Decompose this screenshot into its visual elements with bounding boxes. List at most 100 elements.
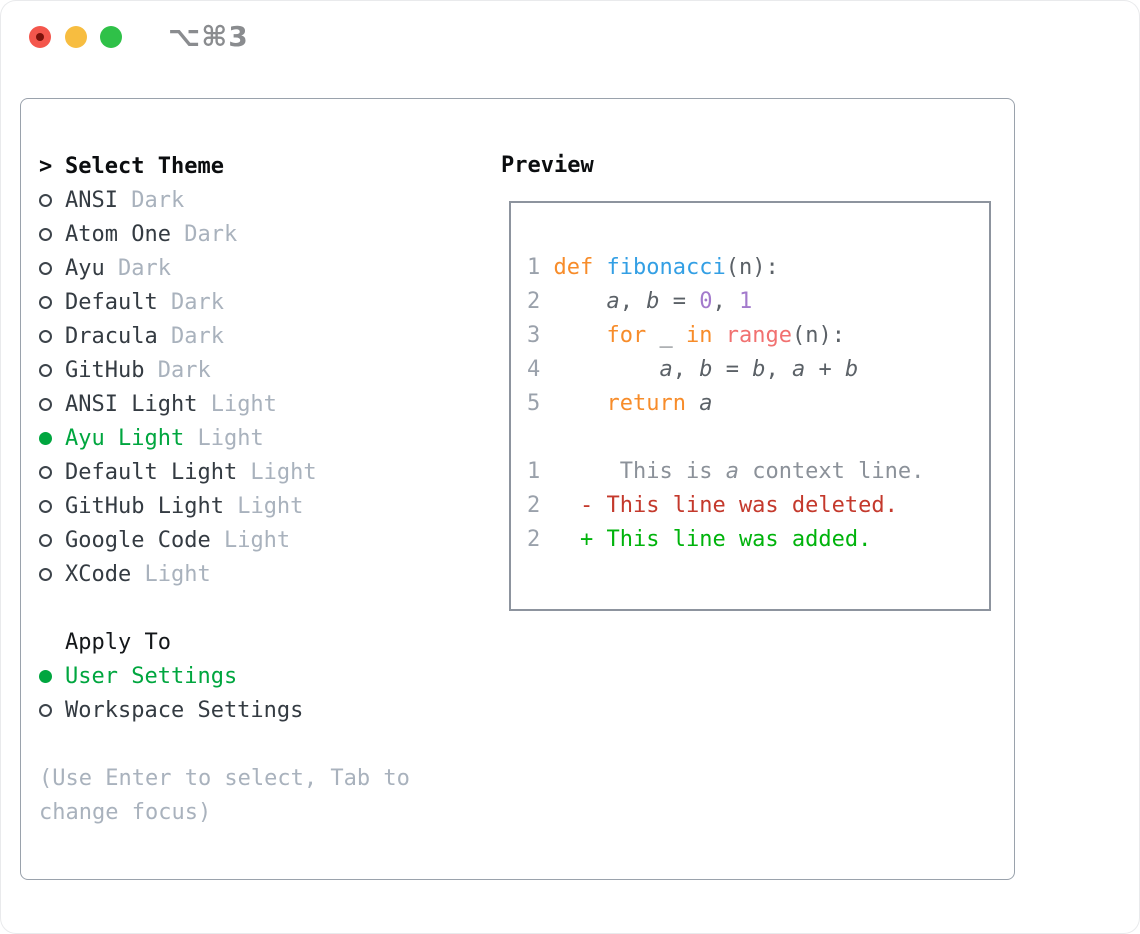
theme-variant: Dark [157, 289, 224, 315]
code-token [540, 459, 619, 484]
code-token: a [606, 289, 620, 314]
theme-variant: Dark [144, 357, 211, 383]
theme-option-github[interactable]: GitHub Dark [39, 353, 410, 387]
theme-variant: Light [184, 425, 264, 451]
theme-name: Dracula [65, 323, 158, 349]
radio-icon [39, 193, 52, 207]
code-token: - This line was deleted. [580, 493, 898, 518]
code-token: context line. [738, 459, 925, 484]
theme-option-google-code[interactable]: Google Code Light [39, 523, 410, 557]
theme-option-default[interactable]: Default Dark [39, 285, 410, 319]
theme-name: Ayu Light [65, 425, 185, 451]
apply-to-title: Apply To [65, 629, 171, 655]
radio-icon [39, 567, 52, 581]
code-token: 2 [527, 493, 541, 518]
code-token [554, 357, 660, 382]
theme-variant: Light [223, 493, 304, 519]
code-token: a [659, 357, 673, 382]
zoom-icon[interactable] [100, 26, 122, 48]
code-token: b [844, 357, 859, 382]
code-token: (n): [725, 255, 779, 280]
code-token: return [606, 391, 700, 416]
theme-name: Default [65, 289, 158, 315]
minimize-icon[interactable] [65, 26, 87, 48]
theme-name: ANSI [65, 187, 118, 213]
radio-selected-icon [39, 669, 52, 683]
radio-icon [39, 295, 52, 309]
preview-box: 1 def fibonacci(n): 2 a, b = 0, 1 3 for … [509, 201, 991, 611]
theme-option-ansi-light[interactable]: ANSI Light Light [39, 387, 410, 421]
theme-option-xcode[interactable]: XCode Light [39, 557, 410, 591]
close-dot-icon [36, 33, 44, 41]
preview-code: 1 def fibonacci(n): 2 a, b = 0, 1 3 for … [527, 251, 924, 557]
code-token: a [791, 357, 806, 382]
close-icon[interactable] [29, 26, 51, 48]
theme-name: Atom One [65, 221, 171, 247]
code-token: a [699, 391, 713, 416]
code-token: , [672, 357, 700, 382]
theme-option-github-light[interactable]: GitHub Light Light [39, 489, 410, 523]
select-theme-header: > Select Theme [39, 149, 410, 183]
code-token: 2 [527, 289, 554, 314]
titlebar: ⌥⌘3 [0, 0, 1140, 74]
apply-option-label: Workspace Settings [65, 697, 304, 723]
code-token: _ [646, 323, 686, 348]
apply-option-workspace-settings[interactable]: Workspace Settings [39, 693, 410, 727]
code-token: 1 [738, 289, 753, 314]
code-token: , [619, 289, 647, 314]
radio-icon [39, 499, 52, 513]
code-token: , [765, 357, 792, 382]
select-theme-title: Select Theme [65, 153, 224, 179]
theme-option-ayu[interactable]: Ayu Dark [39, 251, 410, 285]
apply-option-label: User Settings [65, 663, 238, 689]
theme-option-default-light[interactable]: Default Light Light [39, 455, 410, 489]
preview-title: Preview [501, 153, 594, 178]
theme-option-ansi[interactable]: ANSI Dark [39, 183, 410, 217]
focus-caret-icon: > [39, 153, 53, 179]
theme-option-ayu-light[interactable]: Ayu Light Light [39, 421, 410, 455]
code-token: 2 [527, 527, 541, 552]
apply-to-header: Apply To [39, 625, 410, 659]
code-token: b [699, 357, 713, 382]
code-token [554, 289, 607, 314]
code-token: = [659, 289, 700, 314]
theme-name: XCode [65, 561, 132, 587]
code-token [540, 527, 580, 552]
code-token: 5 [527, 391, 554, 416]
theme-variant: Dark [104, 255, 171, 281]
radio-selected-icon [39, 431, 52, 445]
code-token [712, 323, 725, 348]
code-token: , [712, 289, 739, 314]
code-token: This is [619, 459, 726, 484]
theme-variant: Dark [117, 187, 185, 213]
theme-variant: Light [131, 561, 211, 587]
radio-icon [39, 703, 52, 717]
theme-option-atom-one[interactable]: Atom One Dark [39, 217, 410, 251]
radio-icon [39, 227, 52, 241]
theme-name: Ayu [65, 255, 105, 281]
theme-variant: Light [237, 459, 317, 485]
apply-option-user-settings[interactable]: User Settings [39, 659, 410, 693]
code-token: range [725, 323, 792, 348]
code-token: + [805, 357, 845, 382]
code-token [540, 493, 580, 518]
code-token: 1 [527, 459, 541, 484]
code-token: b [752, 357, 766, 382]
code-token: b [646, 289, 660, 314]
code-token: in [685, 323, 713, 348]
theme-option-dracula[interactable]: Dracula Dark [39, 319, 410, 353]
theme-name: GitHub [65, 357, 145, 383]
theme-name: Default Light [65, 459, 238, 485]
code-token: def [553, 255, 607, 280]
code-token: (n): [791, 323, 845, 348]
code-token: 1 [527, 255, 554, 280]
theme-variant: Light [197, 391, 277, 417]
code-token [554, 391, 607, 416]
theme-variant: Dark [157, 323, 224, 349]
code-token: 4 [527, 357, 554, 382]
code-token: = [712, 357, 753, 382]
